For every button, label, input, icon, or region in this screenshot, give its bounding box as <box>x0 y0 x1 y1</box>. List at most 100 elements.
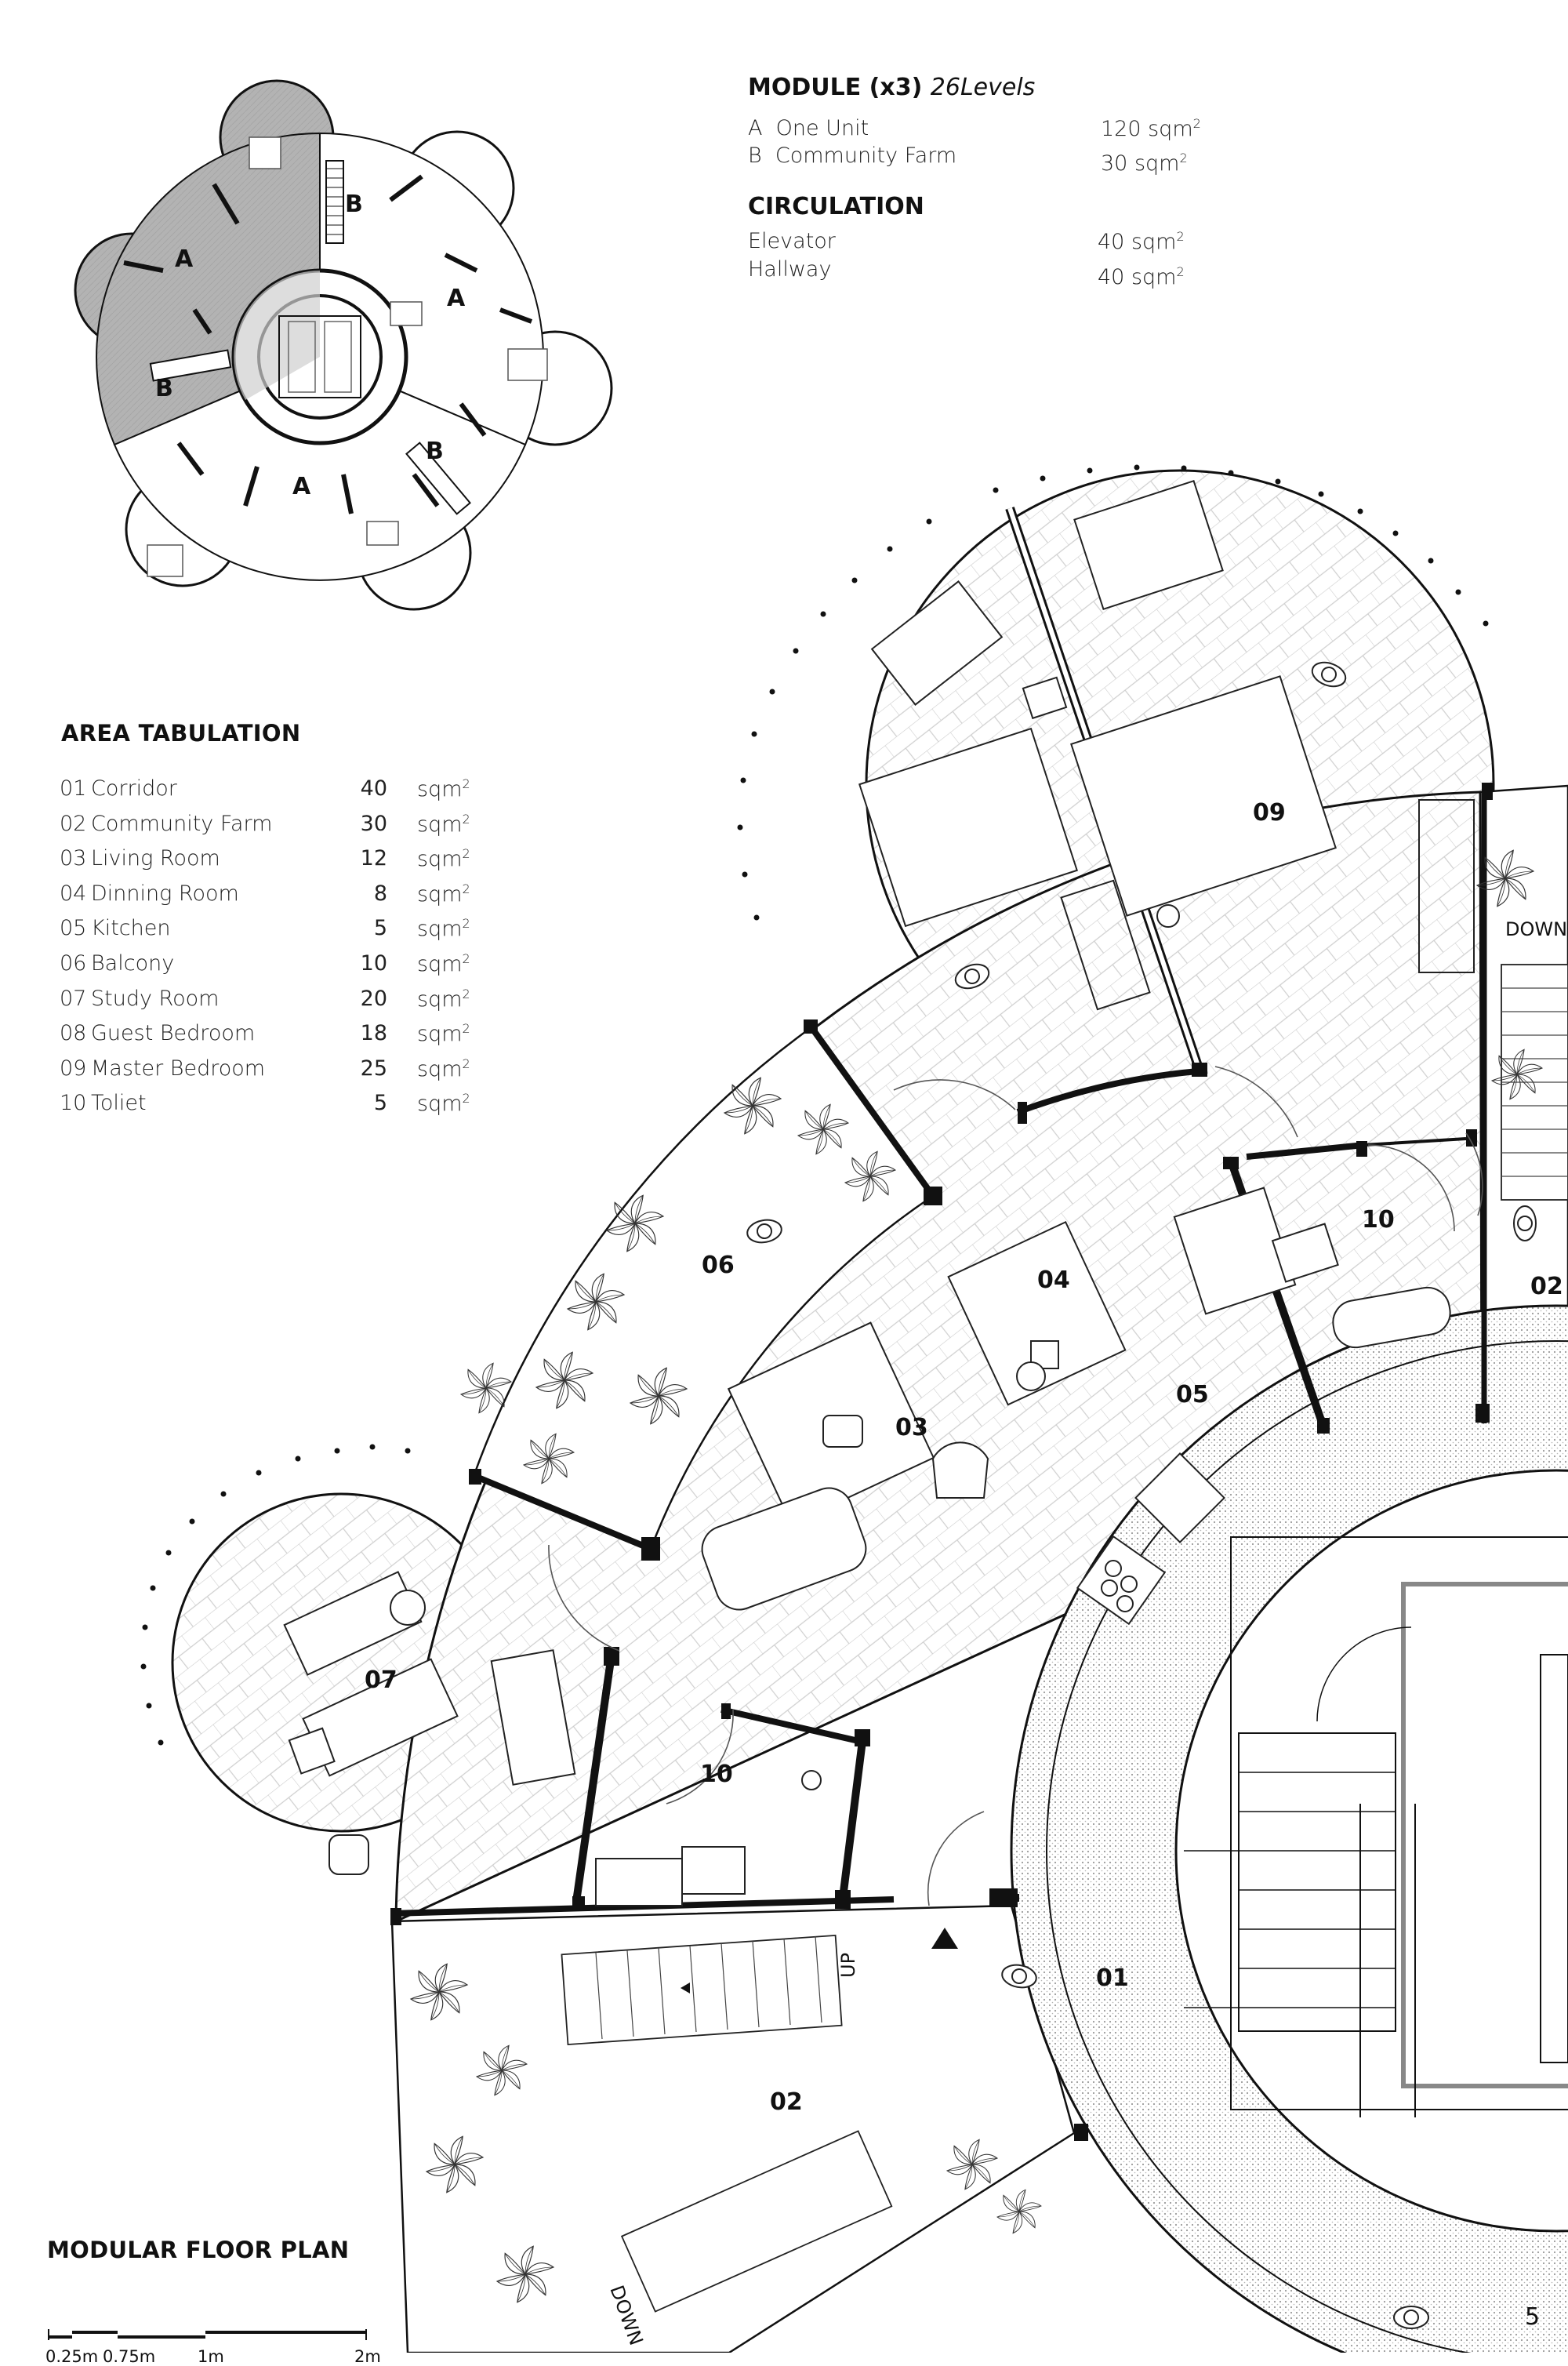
key-plan-label: B <box>345 191 363 218</box>
room-label-04: 04 <box>1037 1267 1070 1294</box>
key-plan <box>75 81 612 609</box>
main-floor-plan <box>141 465 1568 2353</box>
module-item-value: 30 sqm <box>1101 151 1179 176</box>
area-row-name: Balcony <box>91 951 174 976</box>
area-row-value: 25 <box>361 1056 387 1081</box>
unit-superscript: 2 <box>463 812 470 827</box>
area-row-number: 01 <box>60 776 86 801</box>
area-row-name: Community Farm <box>91 812 272 836</box>
area-row-value: 20 <box>361 987 387 1011</box>
area-row-value: 5 <box>374 1091 387 1115</box>
key-plan-label: A <box>292 473 311 500</box>
unit-text: sqm <box>417 882 463 907</box>
unit-superscript: 2 <box>463 881 470 896</box>
room-label-07: 07 <box>365 1666 397 1694</box>
unit-superscript: 2 <box>1176 264 1184 279</box>
area-row-name: Toliet <box>91 1091 147 1115</box>
area-row-unit: sqm2 <box>417 812 470 837</box>
area-row-name: Kitchen <box>91 916 170 940</box>
circulation-item-value: 40 sqm2 <box>1098 229 1185 254</box>
area-row-unit: sqm2 <box>417 1056 470 1081</box>
area-row-value: 10 <box>361 951 387 976</box>
area-row-unit: sqm2 <box>417 987 470 1012</box>
page-number: 5 <box>1525 2303 1540 2331</box>
module-item-b: B Community Farm <box>748 144 956 168</box>
circulation-value: 40 sqm <box>1098 265 1176 289</box>
unit-text: sqm <box>417 812 463 837</box>
area-row-number: 09 <box>60 1056 86 1081</box>
unit-text: sqm <box>417 1057 463 1081</box>
unit-superscript: 2 <box>463 951 470 966</box>
unit-superscript: 2 <box>463 1056 470 1071</box>
area-row-number: 10 <box>60 1091 86 1115</box>
module-item-a: A One Unit <box>748 116 869 140</box>
room-label-01: 01 <box>1096 1964 1129 1992</box>
module-item-name: Community Farm <box>775 144 956 168</box>
area-row-value: 8 <box>374 881 387 906</box>
module-item-letter: A <box>748 116 762 140</box>
scale-label: 1m <box>198 2347 224 2366</box>
unit-superscript: 2 <box>463 846 470 861</box>
unit-superscript: 2 <box>1193 116 1201 131</box>
unit-text: sqm <box>417 917 463 941</box>
scale-label: 0.25m <box>45 2347 98 2366</box>
room-label-10: 10 <box>700 1761 733 1788</box>
unit-text: sqm <box>417 1022 463 1046</box>
room-label-09: 09 <box>1253 799 1286 827</box>
area-row-value: 30 <box>361 812 387 836</box>
circulation-item-value: 40 sqm2 <box>1098 264 1185 289</box>
area-row-unit: sqm2 <box>417 1091 470 1116</box>
circulation-value: 40 sqm <box>1098 230 1176 254</box>
module-item-name: One Unit <box>776 116 869 140</box>
key-plan-label: A <box>175 245 194 273</box>
area-row-number: 07 <box>60 987 86 1011</box>
scale-label: 0.75m <box>103 2347 155 2366</box>
area-row-value: 5 <box>374 916 387 940</box>
module-subtitle: 26Levels <box>931 74 1036 101</box>
area-row-name: Dinning Room <box>91 881 239 906</box>
stair-label-up: UP <box>837 1953 859 1978</box>
unit-superscript: 2 <box>1176 229 1184 244</box>
module-item-letter: B <box>748 144 762 168</box>
unit-text: sqm <box>417 952 463 976</box>
area-tabulation-title: AREA TABULATION <box>61 720 300 747</box>
unit-superscript: 2 <box>463 776 470 791</box>
area-row-value: 18 <box>361 1021 387 1045</box>
area-row-unit: sqm2 <box>417 916 470 941</box>
module-item-value-a: 120 sqm2 <box>1101 116 1201 141</box>
area-row-value: 12 <box>361 846 387 870</box>
area-row-name: Guest Bedroom <box>91 1021 255 1045</box>
circulation-item-elevator: Elevator <box>748 229 836 253</box>
unit-superscript: 2 <box>463 987 470 1001</box>
unit-text: sqm <box>417 1092 463 1116</box>
area-row-value: 40 <box>361 776 387 801</box>
area-row-unit: sqm2 <box>417 846 470 871</box>
area-row-unit: sqm2 <box>417 1021 470 1046</box>
unit-text: sqm <box>417 777 463 801</box>
room-label-05: 05 <box>1176 1381 1209 1408</box>
area-row-name: Corridor <box>91 776 177 801</box>
area-row-number: 08 <box>60 1021 86 1045</box>
unit-text: sqm <box>417 847 463 871</box>
area-row-number: 06 <box>60 951 86 976</box>
scale-label: 2m <box>354 2347 381 2366</box>
unit-superscript: 2 <box>463 1091 470 1106</box>
area-row-unit: sqm2 <box>417 881 470 907</box>
unit-superscript: 2 <box>1179 151 1187 165</box>
room-label-10: 10 <box>1362 1206 1395 1234</box>
room-label-03: 03 <box>895 1414 928 1441</box>
module-title: MODULE (x3) <box>748 74 922 101</box>
area-row-number: 05 <box>60 916 86 940</box>
room-label-06: 06 <box>702 1252 735 1279</box>
area-row-name: Living Room <box>91 846 220 870</box>
